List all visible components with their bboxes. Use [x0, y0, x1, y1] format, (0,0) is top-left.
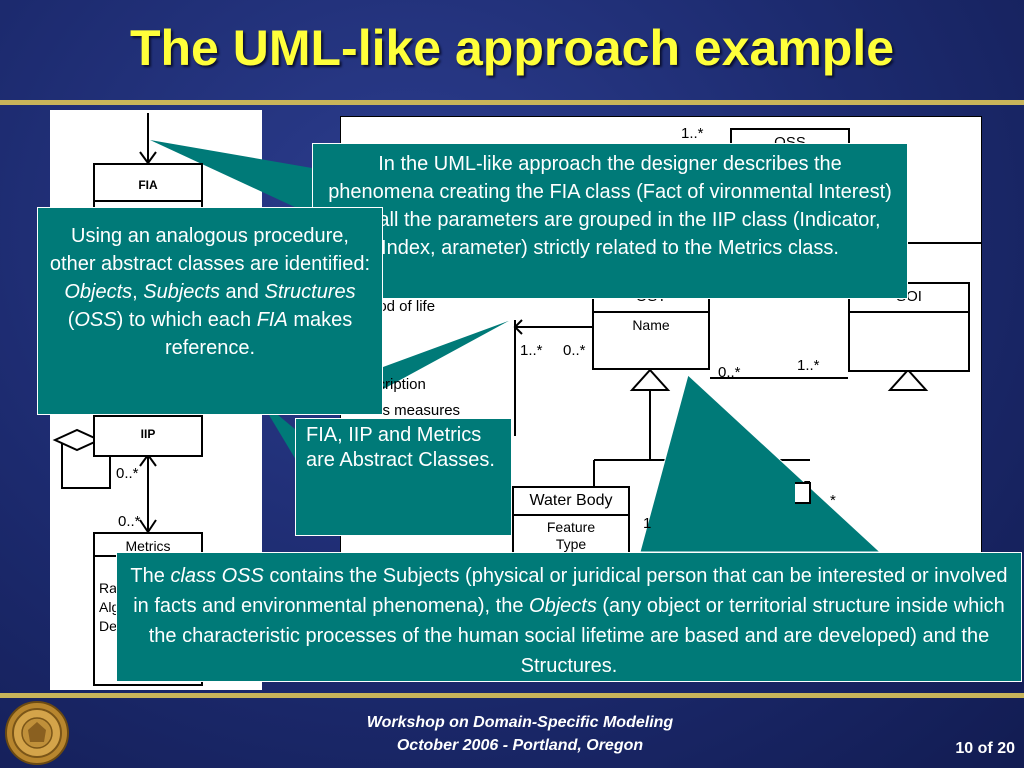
mult-iip-metrics: 0..* [118, 513, 141, 530]
callout-left: Using an analogous procedure, other abst… [37, 207, 383, 415]
university-seal-icon [5, 701, 69, 765]
fia-class-name: FIA [95, 165, 201, 202]
attr-period-of-life: riod of life [370, 298, 436, 315]
callout-left-text-2: ) to which each [116, 309, 257, 331]
callout-left-and: and [220, 281, 259, 303]
callout-bottom-text-1: contains the Subjects (physical or jurid… [133, 565, 1008, 617]
iip-class: IIP [93, 415, 203, 457]
water-body-attr-type: Type [555, 536, 587, 552]
metrics-attr-3: De [99, 618, 117, 634]
footer-divider [0, 693, 1024, 698]
iip-class-name: IIP [140, 427, 156, 441]
water-body-class: Water Body Feature Type [512, 486, 630, 556]
callout-left-text-1: Using an analogous procedure, other abst… [49, 225, 371, 275]
footer-date-location: October 2006 - Portland, Oregon [396, 737, 644, 754]
callout-left-subjects: Subjects [143, 281, 220, 303]
mult-f: 1 [643, 515, 652, 532]
callout-bottom-class-oss: class OSS [170, 565, 264, 587]
partial-class-box [795, 482, 811, 504]
metrics-attr-1: Ra [99, 580, 117, 596]
mult-top: 1..* [681, 125, 704, 142]
callout-middle: FIA, IIP and Metrics are Abstract Classe… [295, 418, 512, 536]
footer-workshop: Workshop on Domain-Specific Modeling [366, 714, 674, 731]
metrics-attr-2: Alg [99, 599, 120, 615]
callout-left-oss: OSS [74, 309, 117, 331]
mult-a: 1..* [520, 342, 543, 359]
attr-description: scription [370, 376, 426, 393]
callout-left-comma: , [132, 281, 144, 303]
mult-c: 0..* [718, 364, 741, 381]
mult-e: * [830, 492, 836, 509]
footer-text: Workshop on Domain-Specific Modeling Oct… [250, 711, 790, 757]
mult-d: 1..* [797, 357, 820, 374]
page-number: 10 of 20 [955, 740, 1015, 757]
callout-left-text-3: makes reference. [164, 309, 353, 359]
callout-bottom-the: The [130, 565, 171, 587]
callout-left-structures: Structures [264, 281, 356, 303]
callout-bottom-text-2: (any object or territorial structure ins… [148, 595, 1005, 677]
title-divider [0, 100, 1024, 105]
attr-status-measures: tus measures [370, 402, 461, 419]
mult-iip-self: 0..* [116, 465, 139, 482]
callout-bottom-objects: Objects [529, 595, 597, 617]
callout-left-fia: FIA [256, 309, 288, 331]
mult-b: 0..* [563, 342, 586, 359]
callout-bottom: The class OSS contains the Subjects (phy… [116, 552, 1022, 682]
callout-left-objects: Objects [64, 281, 133, 303]
callout-left-paren: ( [67, 309, 75, 331]
water-body-attr-feature: Feature [546, 519, 596, 535]
slide-title: The UML-like approach example [129, 20, 895, 76]
water-body-name: Water Body [514, 488, 628, 516]
ost-attr-name: Name [632, 317, 670, 333]
callout-top: In the UML-like approach the designer de… [312, 143, 908, 299]
